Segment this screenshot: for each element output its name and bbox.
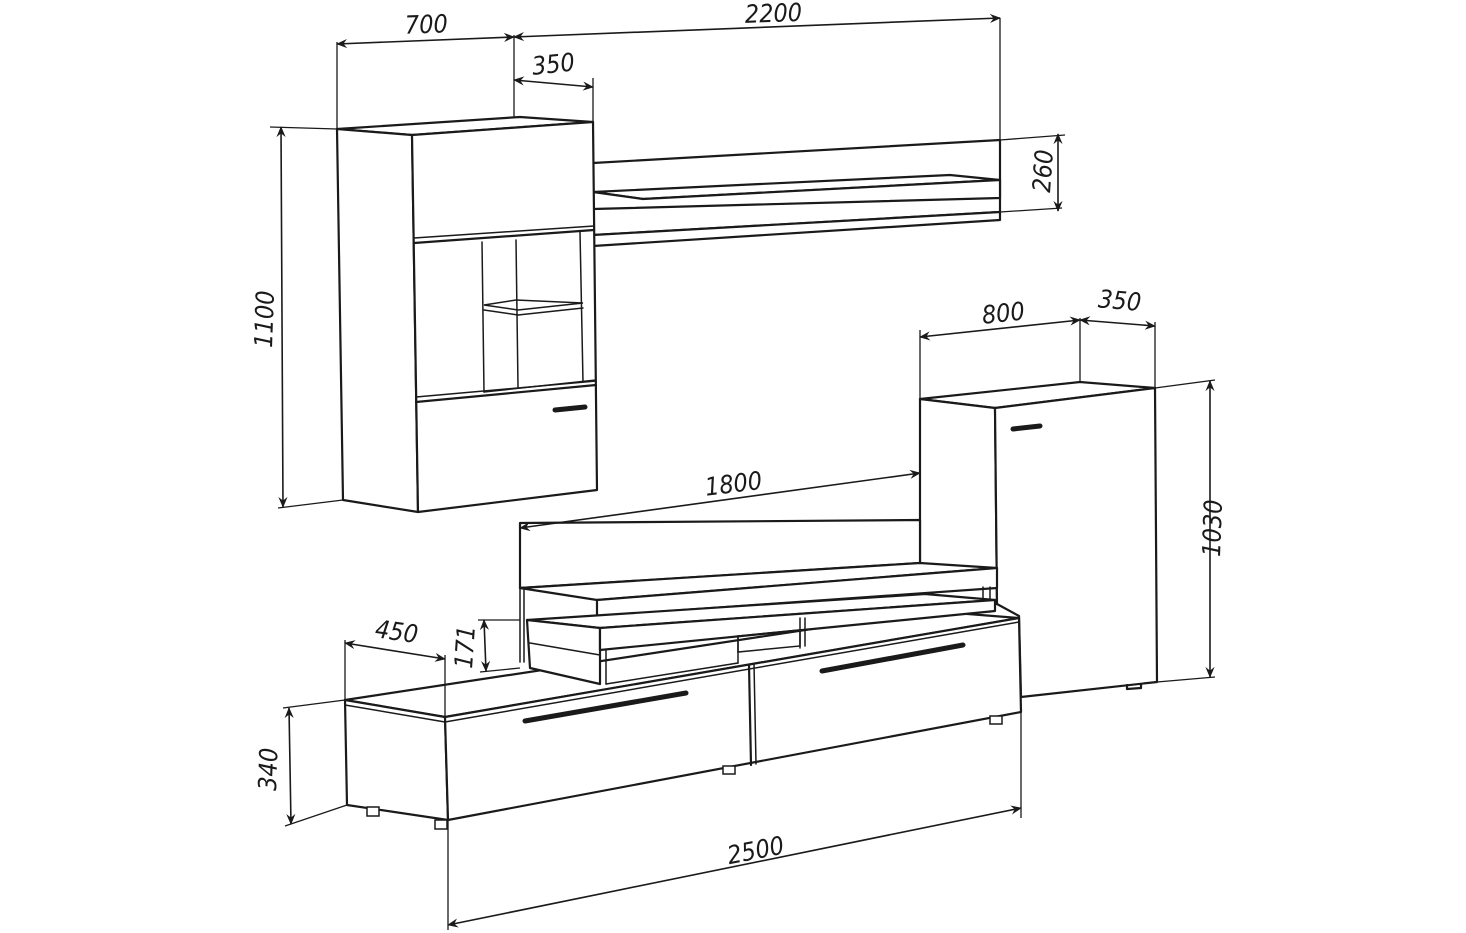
dim-line-700 — [336, 32, 515, 49]
low-unit — [343, 592, 1023, 830]
dim-line-450 — [344, 640, 446, 662]
dim-label-1100: 1100 — [249, 290, 280, 348]
tv-shelf — [518, 518, 999, 663]
dim-line-800 — [919, 316, 1081, 341]
dim-label-2500: 2500 — [725, 831, 787, 870]
dim-label-171: 171 — [449, 625, 481, 670]
dimension-lines — [269, 13, 1216, 930]
dim-line-1800 — [519, 469, 921, 532]
dim-label-450: 450 — [373, 614, 420, 649]
dim-label-340: 340 — [253, 747, 283, 791]
dim-line-350-right — [1079, 316, 1156, 330]
dim-line-2500 — [447, 805, 1022, 928]
drawer-handle — [522, 690, 689, 724]
dim-label-800: 800 — [980, 296, 1026, 329]
dim-line-2200 — [513, 13, 1001, 42]
dim-line-1100 — [276, 126, 288, 508]
dim-line-340 — [284, 707, 296, 825]
dim-label-260: 260 — [1027, 149, 1059, 194]
dimension-labels: 700 2200 350 260 1100 800 350 1030 1800 … — [249, 0, 1228, 870]
dim-label-1800: 1800 — [703, 466, 763, 502]
dim-line-171 — [479, 619, 491, 672]
wall-shelf — [591, 138, 1002, 248]
dim-label-350-right: 350 — [1097, 284, 1142, 317]
wall-cabinet — [335, 115, 599, 514]
dim-label-350-top: 350 — [530, 47, 576, 80]
tall-cabinet — [918, 380, 1159, 699]
drawer-handle — [819, 642, 966, 674]
door-handle — [552, 404, 588, 413]
dim-label-700: 700 — [404, 9, 448, 39]
door-handle — [1010, 423, 1043, 432]
dim-label-1030: 1030 — [1197, 499, 1228, 557]
dim-label-2200: 2200 — [744, 0, 802, 29]
dim-line-350-top — [513, 76, 594, 91]
